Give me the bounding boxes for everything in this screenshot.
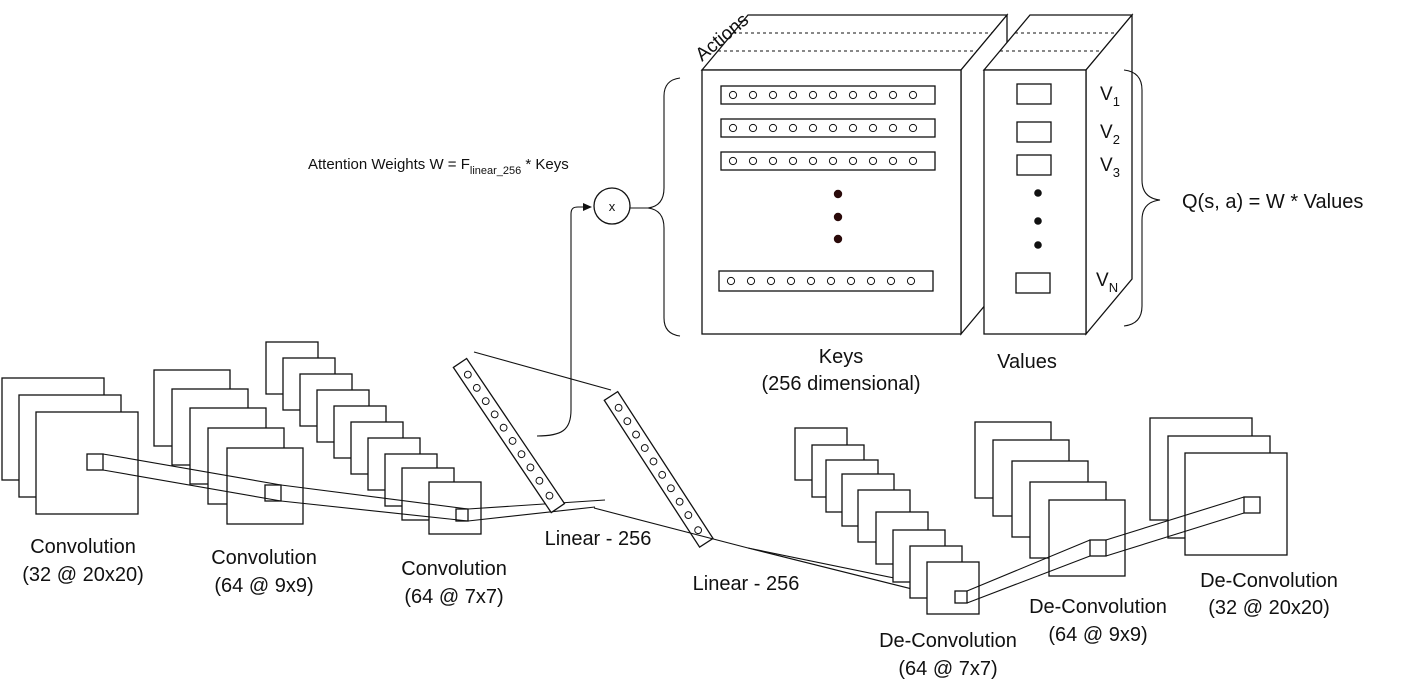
- linear1-label: Linear - 256: [545, 528, 652, 550]
- multiply-symbol: x: [609, 199, 616, 214]
- attention-weights-label: Attention Weights W = Flinear_256 * Keys: [308, 156, 569, 177]
- deconv1-spec: (64 @ 7x7): [898, 658, 997, 680]
- deconv3-receptive-field: [1243, 496, 1261, 514]
- value-cell-3: [1016, 154, 1052, 176]
- deconv1-stack: [794, 427, 980, 615]
- attention-arrow: [536, 203, 592, 437]
- conv3-spec: (64 @ 7x7): [404, 586, 503, 608]
- conv2-spec: (64 @ 9x9): [214, 575, 313, 597]
- conv3-stack: [265, 341, 482, 535]
- conv1-stack: [1, 377, 139, 515]
- value-label-n: VN: [1096, 270, 1118, 295]
- deconv3-spec: (32 @ 20x20): [1208, 597, 1329, 619]
- deconv1-name: De-Convolution: [879, 630, 1017, 652]
- deconv1-receptive-field: [954, 590, 968, 604]
- conv3-receptive-field: [455, 508, 469, 522]
- conv2-receptive-field: [264, 484, 282, 502]
- value-cell-n: [1015, 272, 1051, 294]
- deconv2-spec: (64 @ 9x9): [1048, 624, 1147, 646]
- value-label-1: V1: [1100, 84, 1120, 109]
- deconv2-receptive-field: [1089, 539, 1107, 557]
- value-cell-1: [1016, 83, 1052, 105]
- conv1-receptive-field: [86, 453, 104, 471]
- conv2-name: Convolution: [211, 547, 317, 569]
- key-ellipsis: [833, 189, 843, 244]
- encoder-projection-lines: [102, 453, 606, 522]
- keys-dimension-label: (256 dimensional): [762, 373, 921, 395]
- conv3-name: Convolution: [401, 558, 507, 580]
- conv1-spec: (32 @ 20x20): [22, 564, 143, 586]
- conv2-stack: [153, 369, 304, 525]
- linear2-label: Linear - 256: [693, 573, 800, 595]
- keys-memory-block: [700, 13, 1009, 336]
- value-label-2: V2: [1100, 122, 1120, 147]
- linear2-layer: [603, 390, 714, 549]
- key-row-3: [720, 151, 936, 171]
- deconv3-name: De-Convolution: [1200, 570, 1338, 592]
- q-equation: Q(s, a) = W * Values: [1182, 191, 1363, 213]
- values-memory-block: [982, 13, 1134, 336]
- conv1-name: Convolution: [30, 536, 136, 558]
- memory-right-brace: [1123, 69, 1161, 327]
- keys-label: Keys: [819, 346, 863, 368]
- decoder-projection-lines: [966, 496, 1245, 604]
- key-row-n: [718, 270, 934, 292]
- key-row-2: [720, 118, 936, 138]
- values-label: Values: [997, 351, 1057, 373]
- value-cell-2: [1016, 121, 1052, 143]
- linear1-layer: [452, 357, 566, 514]
- key-row-1: [720, 85, 936, 105]
- memory-left-brace: [647, 77, 681, 337]
- deconv3-stack: [1149, 417, 1288, 556]
- deconv2-name: De-Convolution: [1029, 596, 1167, 618]
- value-label-3: V3: [1100, 155, 1120, 180]
- multiply-node: x: [593, 187, 631, 225]
- deconv2-stack: [974, 421, 1126, 577]
